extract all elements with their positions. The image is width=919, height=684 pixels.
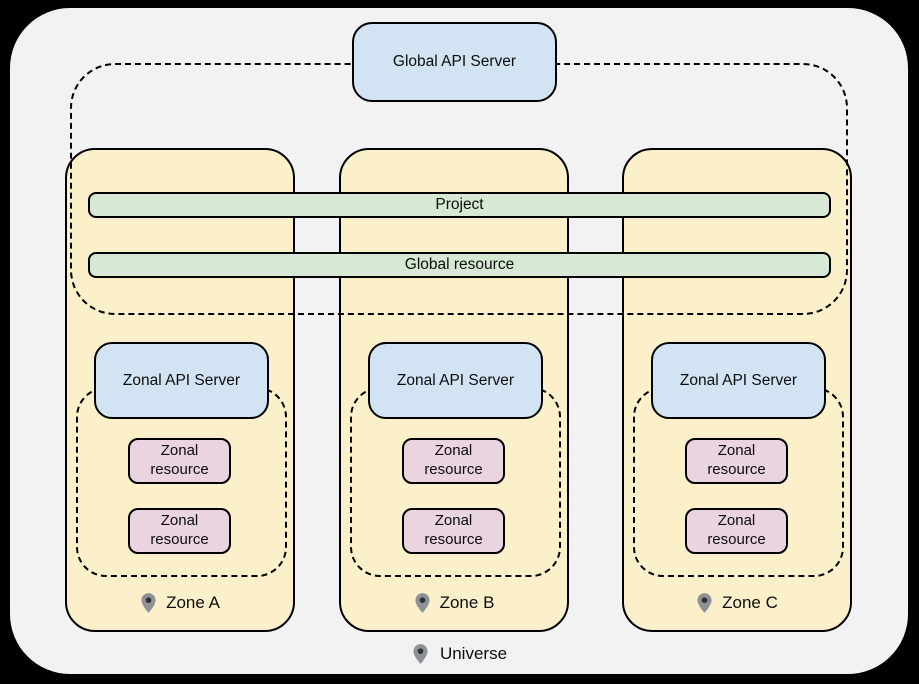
zonal-resource-label: Zonal resource bbox=[150, 442, 209, 478]
zonal-resource-label: Zonal resource bbox=[150, 512, 209, 548]
zone-a-container: Zonal API Server Zonal resource Zonal re… bbox=[65, 148, 295, 632]
zone-a-label-row: Zone A bbox=[67, 592, 293, 614]
zone-b-container: Zonal API Server Zonal resource Zonal re… bbox=[339, 148, 569, 632]
zonal-api-server-label: Zonal API Server bbox=[679, 371, 798, 389]
zonal-api-server-label: Zonal API Server bbox=[396, 371, 515, 389]
global-resource-bar-label: Global resource bbox=[404, 256, 515, 273]
universe-name-label: Universe bbox=[439, 644, 508, 663]
zone-c-zonal-api-server-box: Zonal API Server bbox=[651, 342, 826, 419]
zonal-api-server-label: Zonal API Server bbox=[122, 371, 241, 389]
zone-c-zonal-resource-box-1: Zonal resource bbox=[685, 438, 788, 484]
location-pin-icon bbox=[413, 644, 428, 664]
zone-name-label: Zone C bbox=[722, 593, 778, 612]
zonal-resource-label: Zonal resource bbox=[707, 442, 766, 478]
zone-b-zonal-api-server-box: Zonal API Server bbox=[368, 342, 543, 419]
zone-c-label-row: Zone C bbox=[624, 592, 850, 614]
zone-b-label-row: Zone B bbox=[341, 592, 567, 614]
zone-name-label: Zone A bbox=[166, 593, 220, 612]
zone-c-container: Zonal API Server Zonal resource Zonal re… bbox=[622, 148, 852, 632]
zone-name-label: Zone B bbox=[439, 593, 495, 612]
zone-c-zonal-resource-box-2: Zonal resource bbox=[685, 508, 788, 554]
project-bar: Project bbox=[88, 192, 831, 218]
global-api-server-label: Global API Server bbox=[392, 53, 517, 70]
zone-b-zonal-resource-box-1: Zonal resource bbox=[402, 438, 505, 484]
location-pin-icon bbox=[697, 593, 712, 613]
zonal-resource-label: Zonal resource bbox=[707, 512, 766, 548]
zone-b-zonal-resource-box-2: Zonal resource bbox=[402, 508, 505, 554]
zone-a-zonal-resource-box-2: Zonal resource bbox=[128, 508, 231, 554]
universe-label-row: Universe bbox=[0, 643, 919, 665]
project-bar-label: Project bbox=[435, 196, 484, 213]
location-pin-icon bbox=[415, 593, 430, 613]
zonal-resource-label: Zonal resource bbox=[424, 442, 483, 478]
zone-a-zonal-resource-box-1: Zonal resource bbox=[128, 438, 231, 484]
global-resource-bar: Global resource bbox=[88, 252, 831, 278]
zone-a-zonal-api-server-box: Zonal API Server bbox=[94, 342, 269, 419]
zonal-resource-label: Zonal resource bbox=[424, 512, 483, 548]
global-api-server-box: Global API Server bbox=[352, 22, 557, 102]
location-pin-icon bbox=[141, 593, 156, 613]
